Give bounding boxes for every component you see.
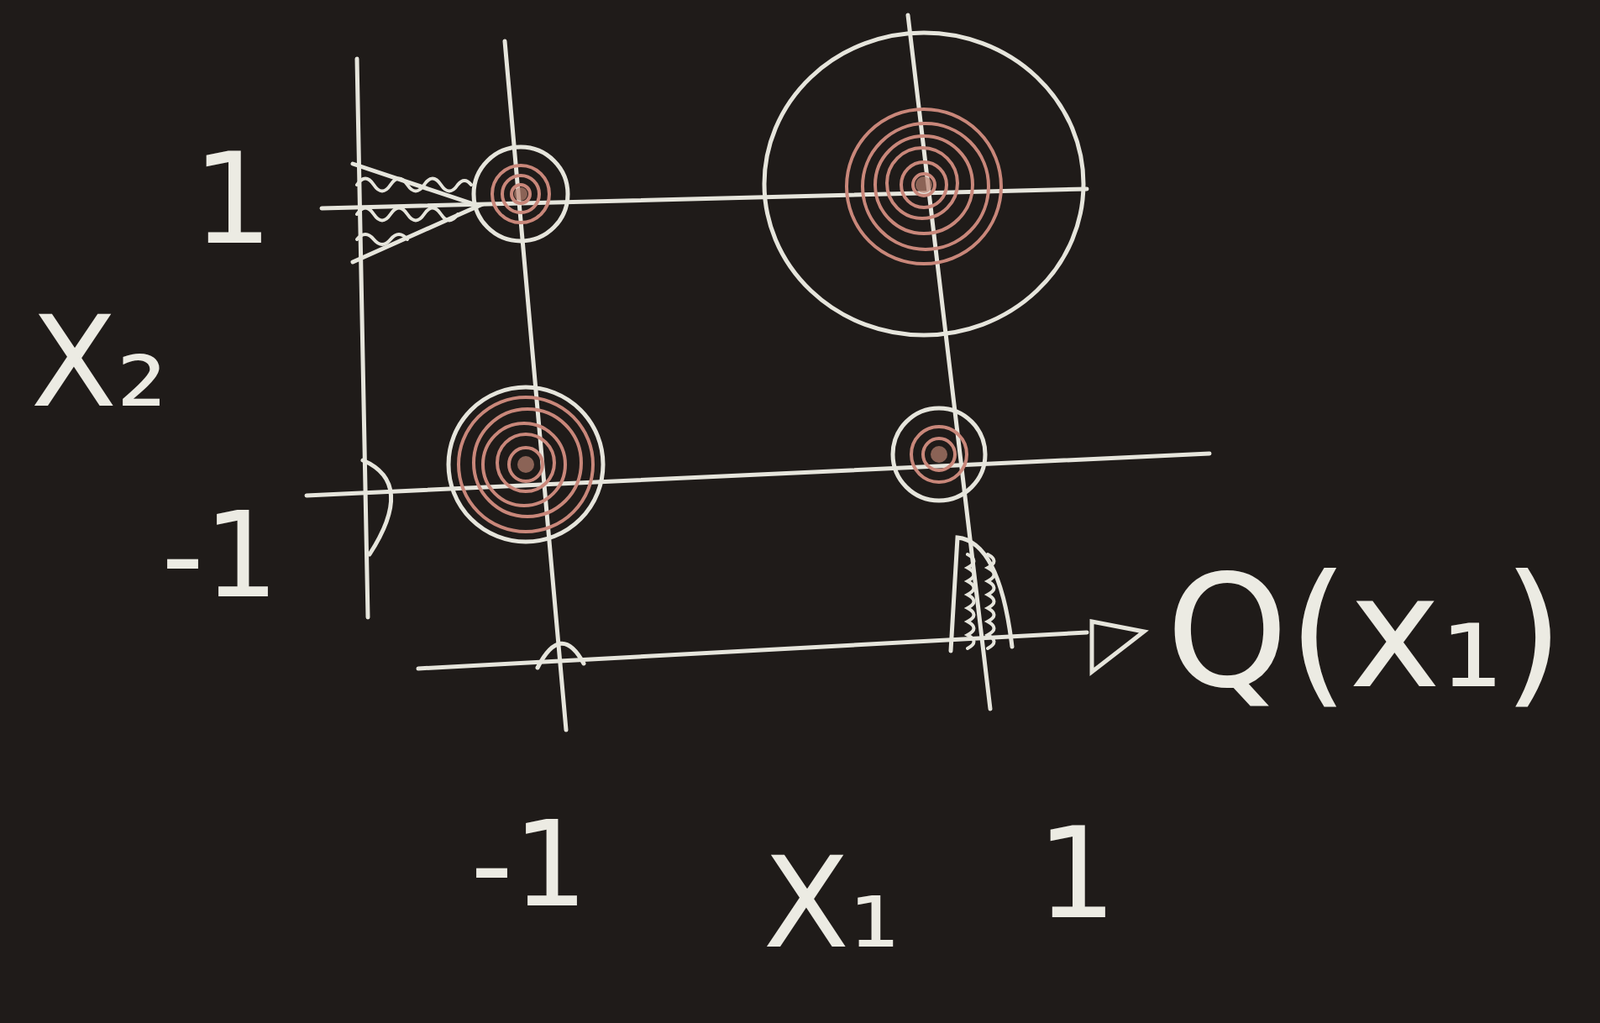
tick-label: 1 [1036,810,1117,937]
density-contour [458,397,593,532]
marginal-peak [352,163,479,263]
contour-ring [892,408,986,501]
marginal-hatch [967,554,975,649]
density-contour [875,136,973,234]
grid-line [907,15,991,709]
density-contour [511,184,530,204]
marginal-hatch [987,554,995,649]
marginal-hatch [356,178,472,192]
x1-axis-line [418,632,1087,669]
density-contour [911,426,967,483]
axis-label: X₁ [763,839,901,966]
density-contour [886,147,958,219]
density-contour [502,175,540,213]
density-contour [912,173,935,196]
density-contour [492,165,550,223]
density-contour [508,447,543,482]
density-core [517,456,535,473]
marginal-hatch [356,234,408,245]
contour-ring [448,387,604,542]
grid-line [306,453,1210,496]
density-contour [497,434,555,492]
function-label: Q(x₁) [1165,555,1564,711]
tick-label: -1 [470,806,588,924]
density-contour [901,162,947,208]
density-contour [862,123,989,250]
axis-label: X₂ [31,299,168,425]
tick-label: 1 [192,136,273,263]
marginal-hatch [356,208,458,221]
density-core [514,187,528,201]
grid-line [504,41,567,730]
marginal-peak [950,537,1013,651]
contour-ring [764,32,1084,336]
marginal-bump [537,643,584,668]
marginal-bump [362,460,392,555]
tick-label: -1 [161,497,279,615]
density-core [915,176,933,194]
density-contour [473,409,582,517]
density-contour [482,423,566,506]
density-contour [846,109,1002,264]
x2-axis-line [356,58,368,618]
density-core [930,445,948,463]
density-contour [923,438,955,471]
arrow-head [1091,621,1144,672]
contour-ring [473,146,568,242]
